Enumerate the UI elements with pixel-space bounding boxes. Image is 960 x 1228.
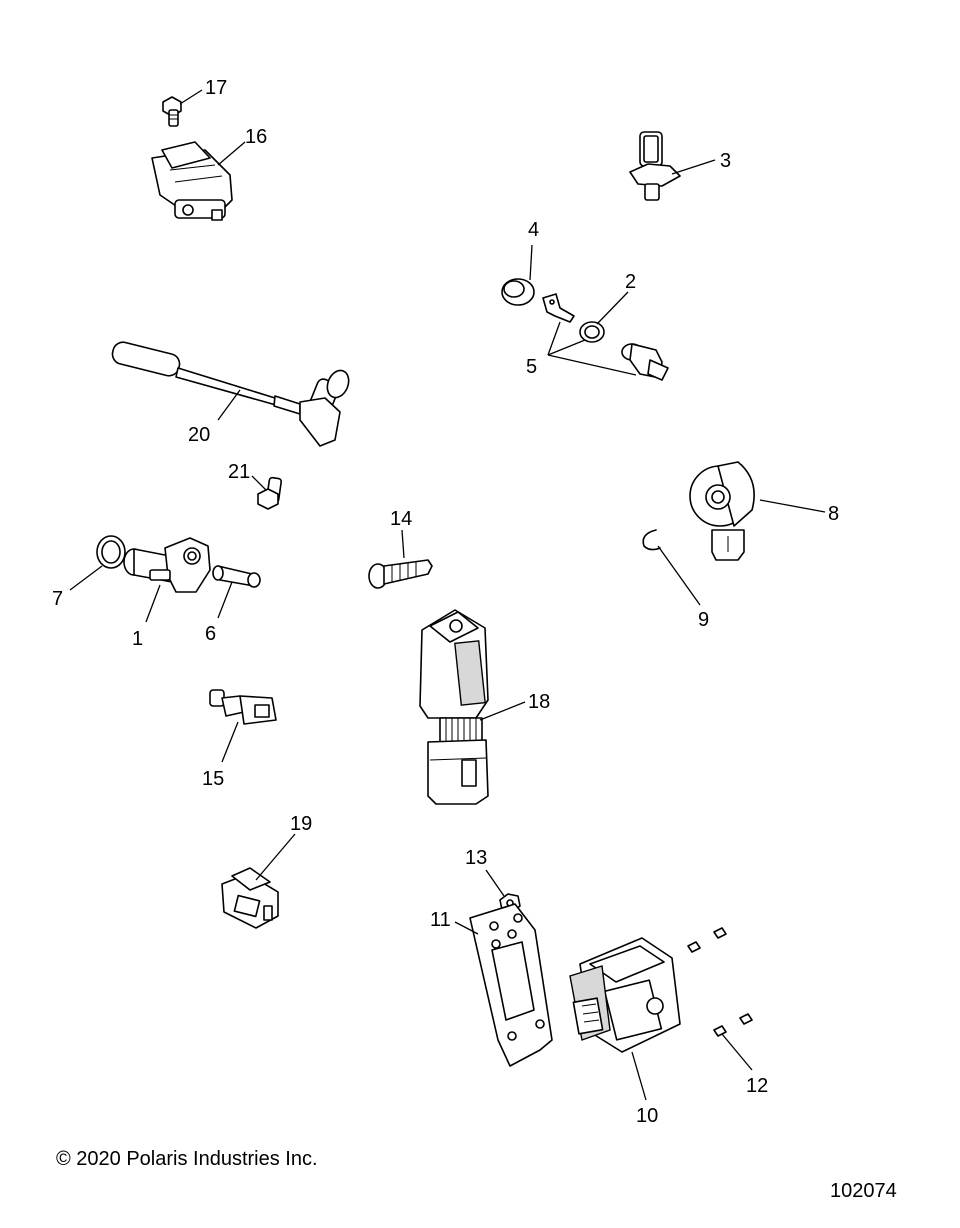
part-16-map-sensor [151, 141, 233, 221]
leader-11 [454, 921, 479, 935]
part-7-o-ring [96, 535, 126, 569]
callout-15: 15 [202, 768, 224, 790]
leader-5c [547, 354, 637, 376]
leader-19 [255, 833, 296, 881]
part-17-bolt [162, 96, 182, 127]
callout-20: 20 [188, 424, 210, 446]
callout-14: 14 [390, 508, 412, 530]
part-20-speed-sensor [111, 341, 350, 447]
callout-12: 12 [746, 1075, 768, 1097]
part-2-o-ring [579, 321, 605, 343]
leader-2 [596, 291, 629, 325]
callout-5: 5 [526, 356, 537, 378]
leader-10 [631, 1051, 647, 1101]
callout-1: 1 [132, 628, 143, 650]
leader-16 [217, 141, 246, 166]
callout-9: 9 [698, 609, 709, 631]
part-19-switch [221, 867, 279, 929]
callout-19: 19 [290, 813, 312, 835]
leader-6 [217, 581, 233, 619]
callout-4: 4 [528, 219, 539, 241]
leader-13 [485, 869, 505, 897]
callout-21: 21 [228, 461, 250, 483]
leader-14 [401, 529, 405, 559]
part-15-temp-sensor [209, 689, 277, 725]
part-4-cap [501, 278, 535, 306]
part-6-pin [212, 565, 261, 588]
leader-5b [547, 339, 586, 356]
part-9-clip [642, 529, 661, 551]
callout-6: 6 [205, 623, 216, 645]
part-1-cam-sensor [123, 537, 211, 593]
callout-16: 16 [245, 126, 267, 148]
part-12-screws [687, 927, 753, 1037]
part-11-bracket [469, 903, 553, 1067]
callout-13: 13 [465, 847, 487, 869]
leader-5a [547, 321, 561, 356]
leader-7 [69, 565, 103, 591]
figure-number: 102074 [830, 1180, 897, 1202]
copyright-notice: © 2020 Polaris Industries Inc. [56, 1148, 318, 1170]
part-5-sensor [621, 343, 669, 381]
callout-2: 2 [625, 271, 636, 293]
leader-18 [479, 701, 526, 721]
part-5-clip [542, 293, 575, 323]
callout-3: 3 [720, 150, 731, 172]
leader-3 [671, 159, 716, 175]
leader-20 [217, 389, 241, 421]
leader-15 [221, 721, 239, 763]
part-21-bolt [257, 476, 283, 510]
part-3-pressure-sensor [629, 131, 681, 201]
leader-12 [721, 1033, 753, 1071]
callout-10: 10 [636, 1105, 658, 1127]
callout-7: 7 [52, 588, 63, 610]
part-10-ecu [569, 937, 681, 1053]
part-18-module [419, 609, 489, 805]
leader-4 [529, 244, 533, 281]
callout-11: 11 [430, 909, 451, 931]
leader-9 [657, 545, 701, 606]
callout-18: 18 [528, 691, 550, 713]
leader-21 [251, 475, 267, 491]
part-14-screw [368, 559, 433, 589]
callout-8: 8 [828, 503, 839, 525]
leader-17 [179, 89, 203, 105]
leader-1 [145, 584, 161, 623]
part-8-knock-sensor [689, 461, 755, 561]
leader-8 [759, 499, 826, 513]
callout-17: 17 [205, 77, 227, 99]
